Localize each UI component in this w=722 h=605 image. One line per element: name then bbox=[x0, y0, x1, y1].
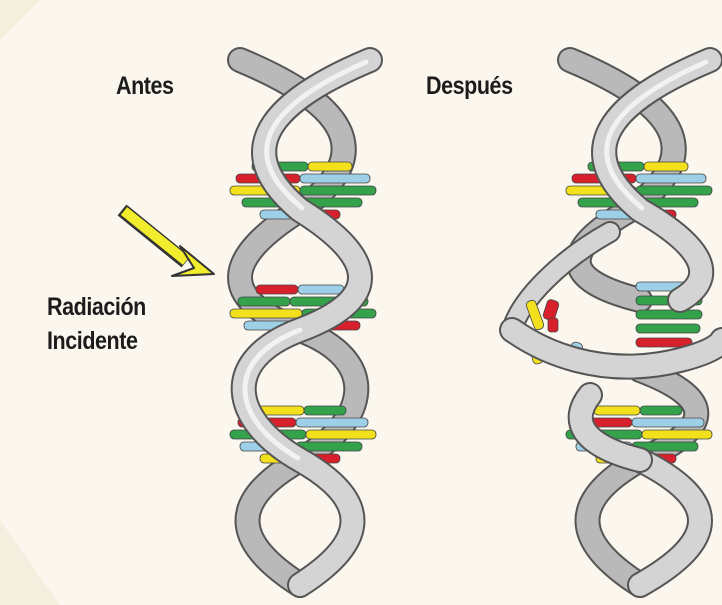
dna-helix-after-damaged bbox=[512, 60, 722, 585]
before-label: Antes bbox=[116, 72, 174, 101]
radiation-arrow bbox=[122, 210, 214, 276]
radiation-label-line1: Radiación bbox=[47, 290, 146, 324]
radiation-label: Radiación Incidente bbox=[47, 290, 146, 358]
dna-helix-before bbox=[230, 60, 376, 585]
radiation-label-line2: Incidente bbox=[47, 324, 146, 358]
after-label: Después bbox=[426, 72, 513, 101]
